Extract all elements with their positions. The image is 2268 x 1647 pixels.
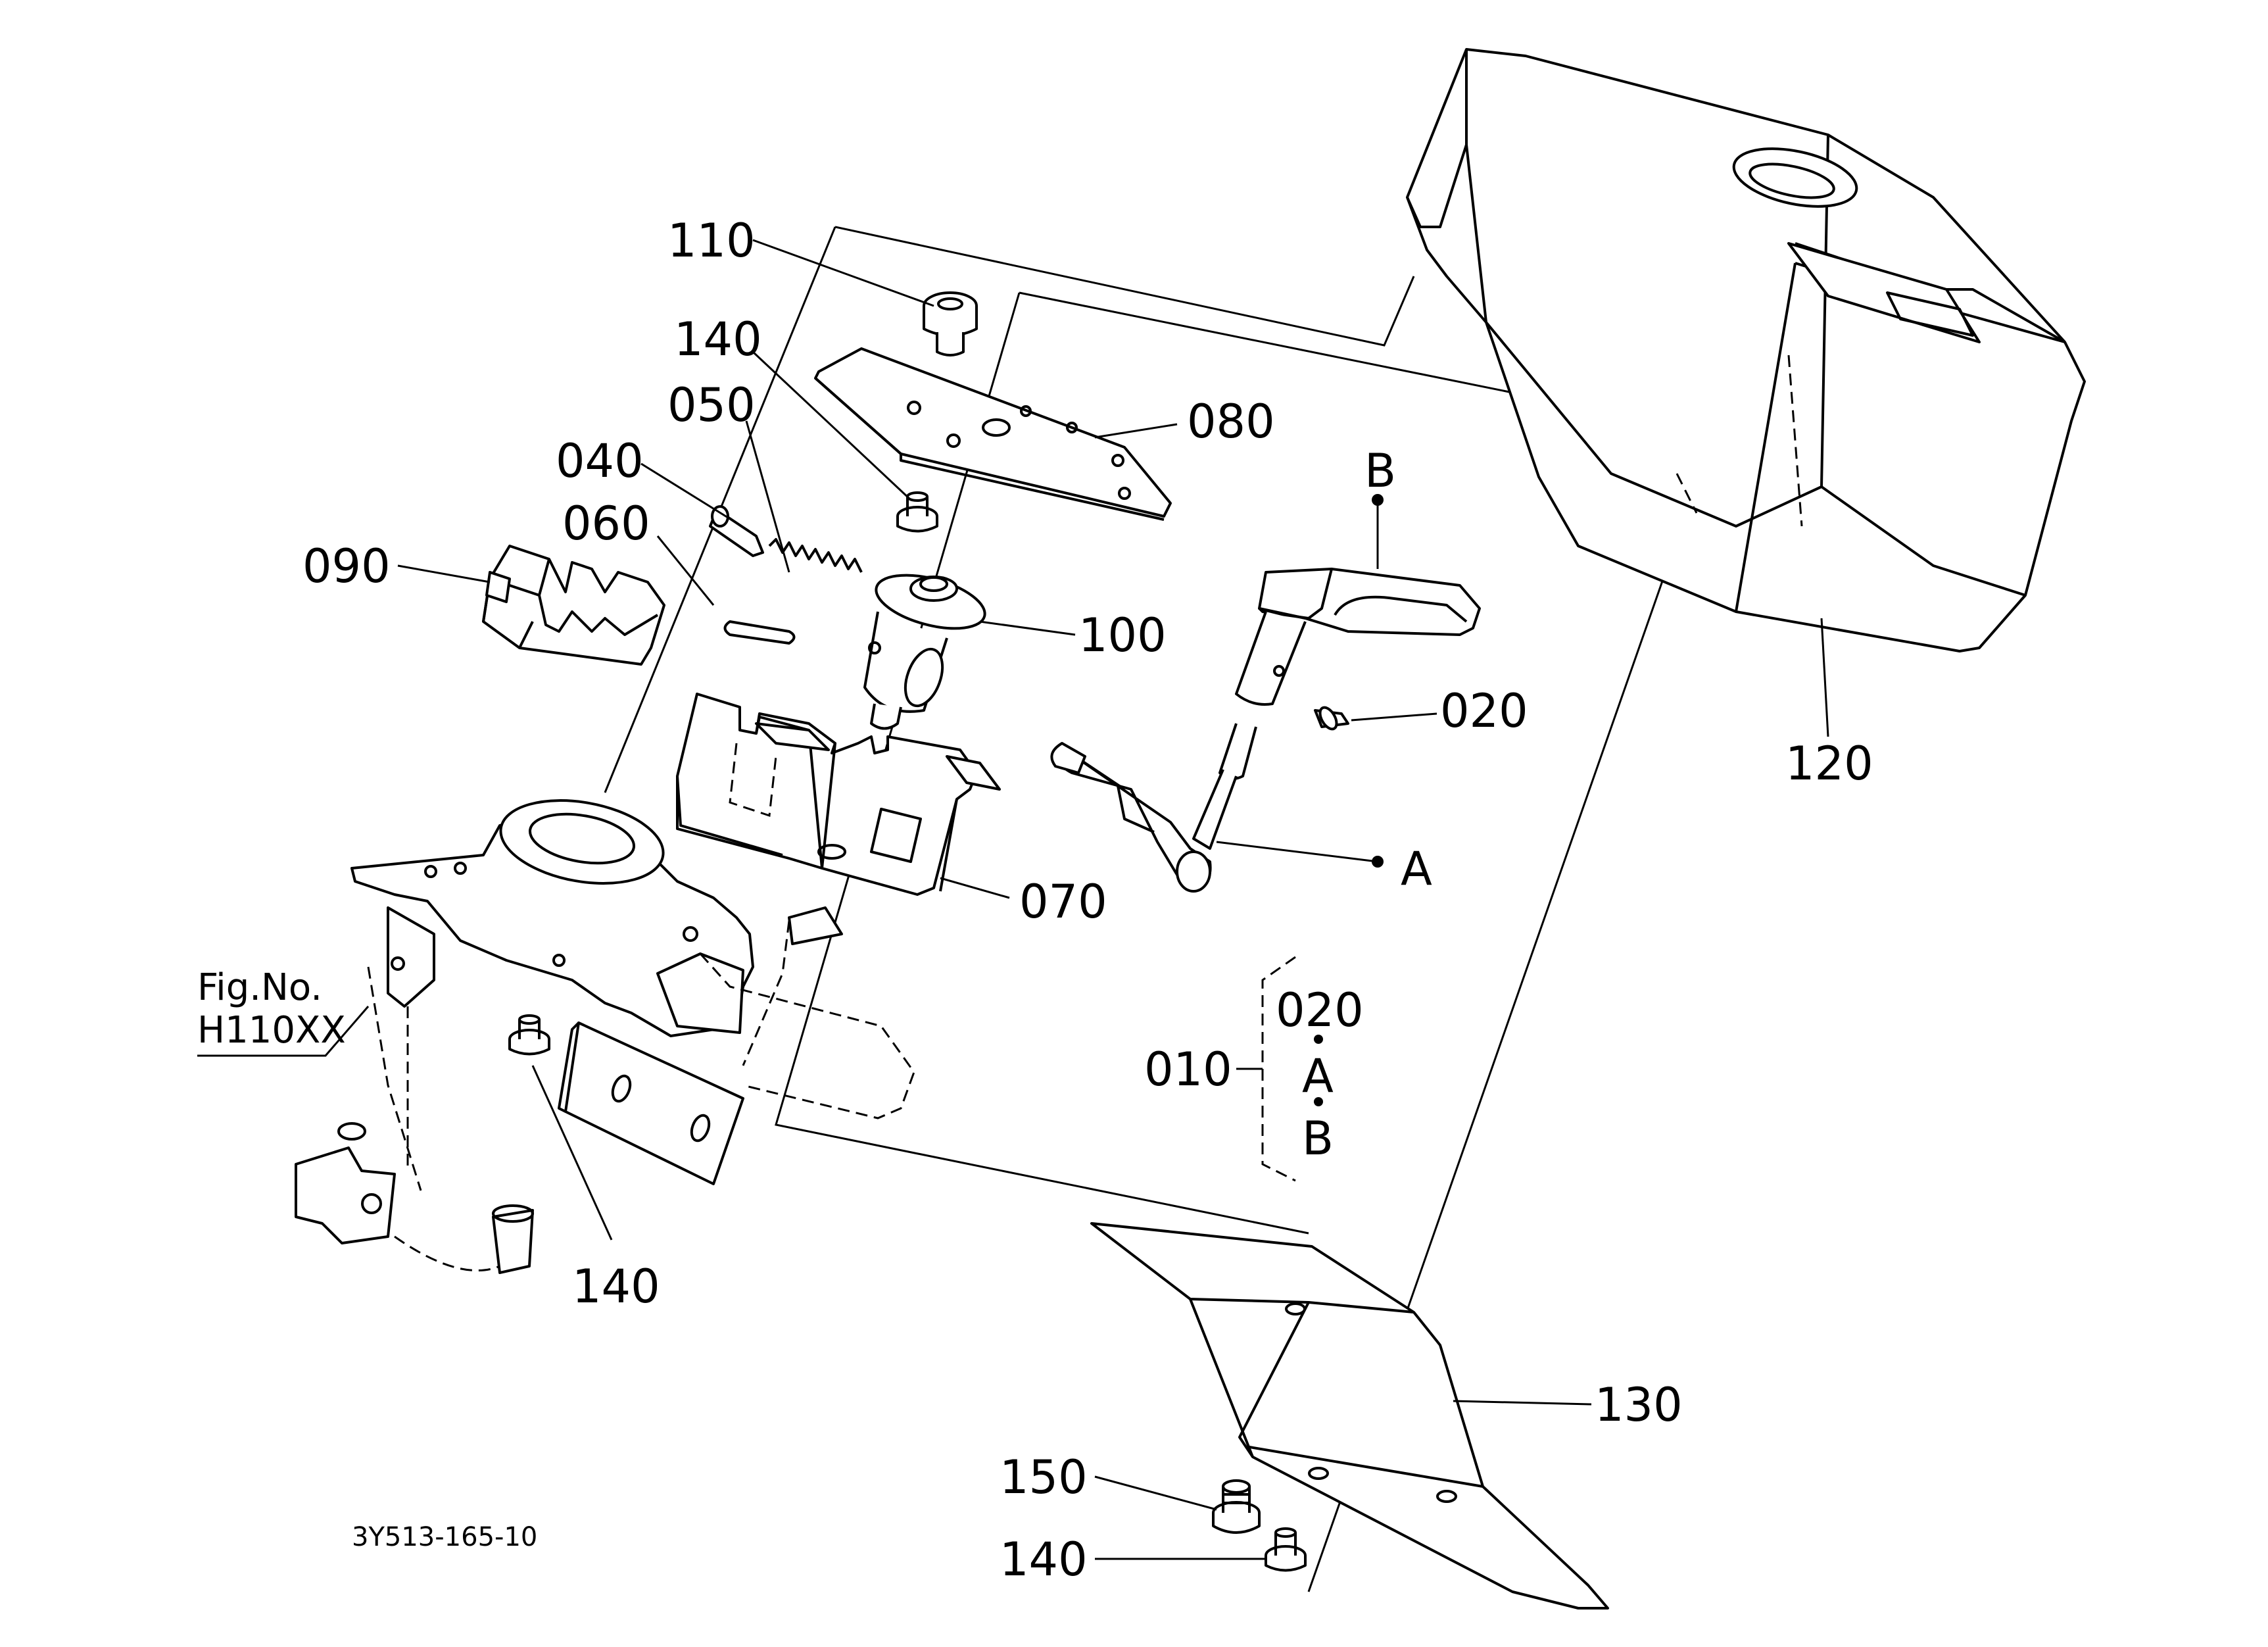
part-090-block — [482, 545, 665, 666]
label-080: 080 — [1187, 395, 1275, 449]
drawing-code: 3Y513-165-10 — [352, 1522, 537, 1552]
part-120-cover — [1406, 48, 2086, 652]
leader-lines — [197, 239, 1829, 1560]
part-110-bolt — [923, 291, 978, 356]
label-A: A — [1401, 842, 1432, 896]
part-070-bracket — [676, 693, 1001, 896]
label-050: 050 — [667, 378, 756, 432]
label-group-B: B — [1302, 1112, 1334, 1166]
label-060: 060 — [562, 497, 650, 551]
part-base-frame-reference — [295, 799, 915, 1274]
label-040: 040 — [556, 434, 644, 488]
label-090: 090 — [302, 539, 391, 593]
label-140-bottom: 140 — [1000, 1533, 1088, 1586]
label-120: 120 — [1785, 737, 1873, 791]
label-020: 020 — [1440, 684, 1528, 738]
label-B: B — [1364, 444, 1396, 498]
part-140-screw-upper — [896, 491, 938, 533]
part-lever-assembly — [1050, 568, 1481, 893]
figure-ref-line2: H110XX — [197, 1009, 346, 1052]
reference-dot-B — [1372, 494, 1384, 506]
figure-ref-line1: Fig.No. — [197, 966, 322, 1009]
part-150-screw — [1212, 1479, 1261, 1534]
reference-dot-A — [1372, 856, 1384, 868]
part-080-top-plate — [814, 347, 1172, 521]
part-040-pin — [709, 505, 764, 557]
label-130: 130 — [1595, 1378, 1683, 1432]
part-050-spring — [768, 538, 863, 573]
part-100-shaft-holder — [863, 574, 986, 730]
label-070: 070 — [1019, 875, 1107, 929]
label-group-010: 010 — [1144, 1043, 1232, 1096]
label-140-lower-left: 140 — [572, 1260, 660, 1314]
label-110: 110 — [667, 214, 756, 268]
label-140-upper: 140 — [674, 312, 762, 366]
part-020-pin — [1314, 706, 1349, 731]
label-150: 150 — [1000, 1450, 1088, 1504]
part-plate-lower — [558, 1021, 744, 1185]
part-140-screw-bottom — [1265, 1527, 1307, 1572]
part-labels: 110 140 050 040 080 060 090 100 020 070 … — [197, 214, 1873, 1586]
part-060-pin — [723, 620, 796, 645]
label-100: 100 — [1078, 608, 1167, 662]
part-140-screw-lower-left — [508, 1014, 550, 1056]
part-130-lower-plate — [1090, 1222, 1609, 1610]
group-010-bracket — [1236, 956, 1323, 1182]
label-group-A: A — [1302, 1049, 1334, 1103]
label-group-020: 020 — [1276, 983, 1364, 1037]
